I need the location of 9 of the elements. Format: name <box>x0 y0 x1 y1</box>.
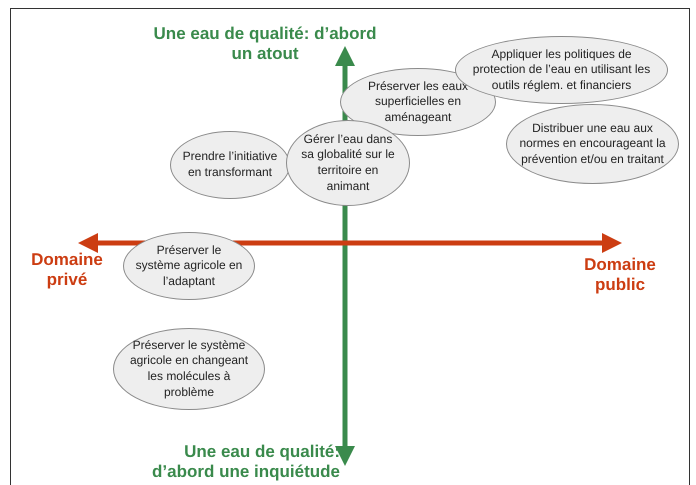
axis-label: Une eau de qualité: d’abord un atout <box>152 24 378 64</box>
ellipse-bubble: Gérer l’eau dans sa globalité sur le territoire en animant <box>286 120 410 206</box>
ellipse-bubble: Préserver le système agricole en l’adaptant <box>123 232 255 300</box>
ellipse-bubble: Distribuer une eau aux normes en encourageant la prévention et/ou en traitant <box>506 104 679 184</box>
axis-label: Une eau de qualité: d’abord une inquiétude <box>151 442 340 482</box>
ellipse-bubble: Préserver le système agricole en changeant les molécules à problème <box>113 328 265 410</box>
axis-label: Domaine privé <box>30 250 104 290</box>
axis-label: Domaine public <box>583 255 657 294</box>
ellipse-bubble: Prendre l’initiative en transformant <box>170 131 290 199</box>
